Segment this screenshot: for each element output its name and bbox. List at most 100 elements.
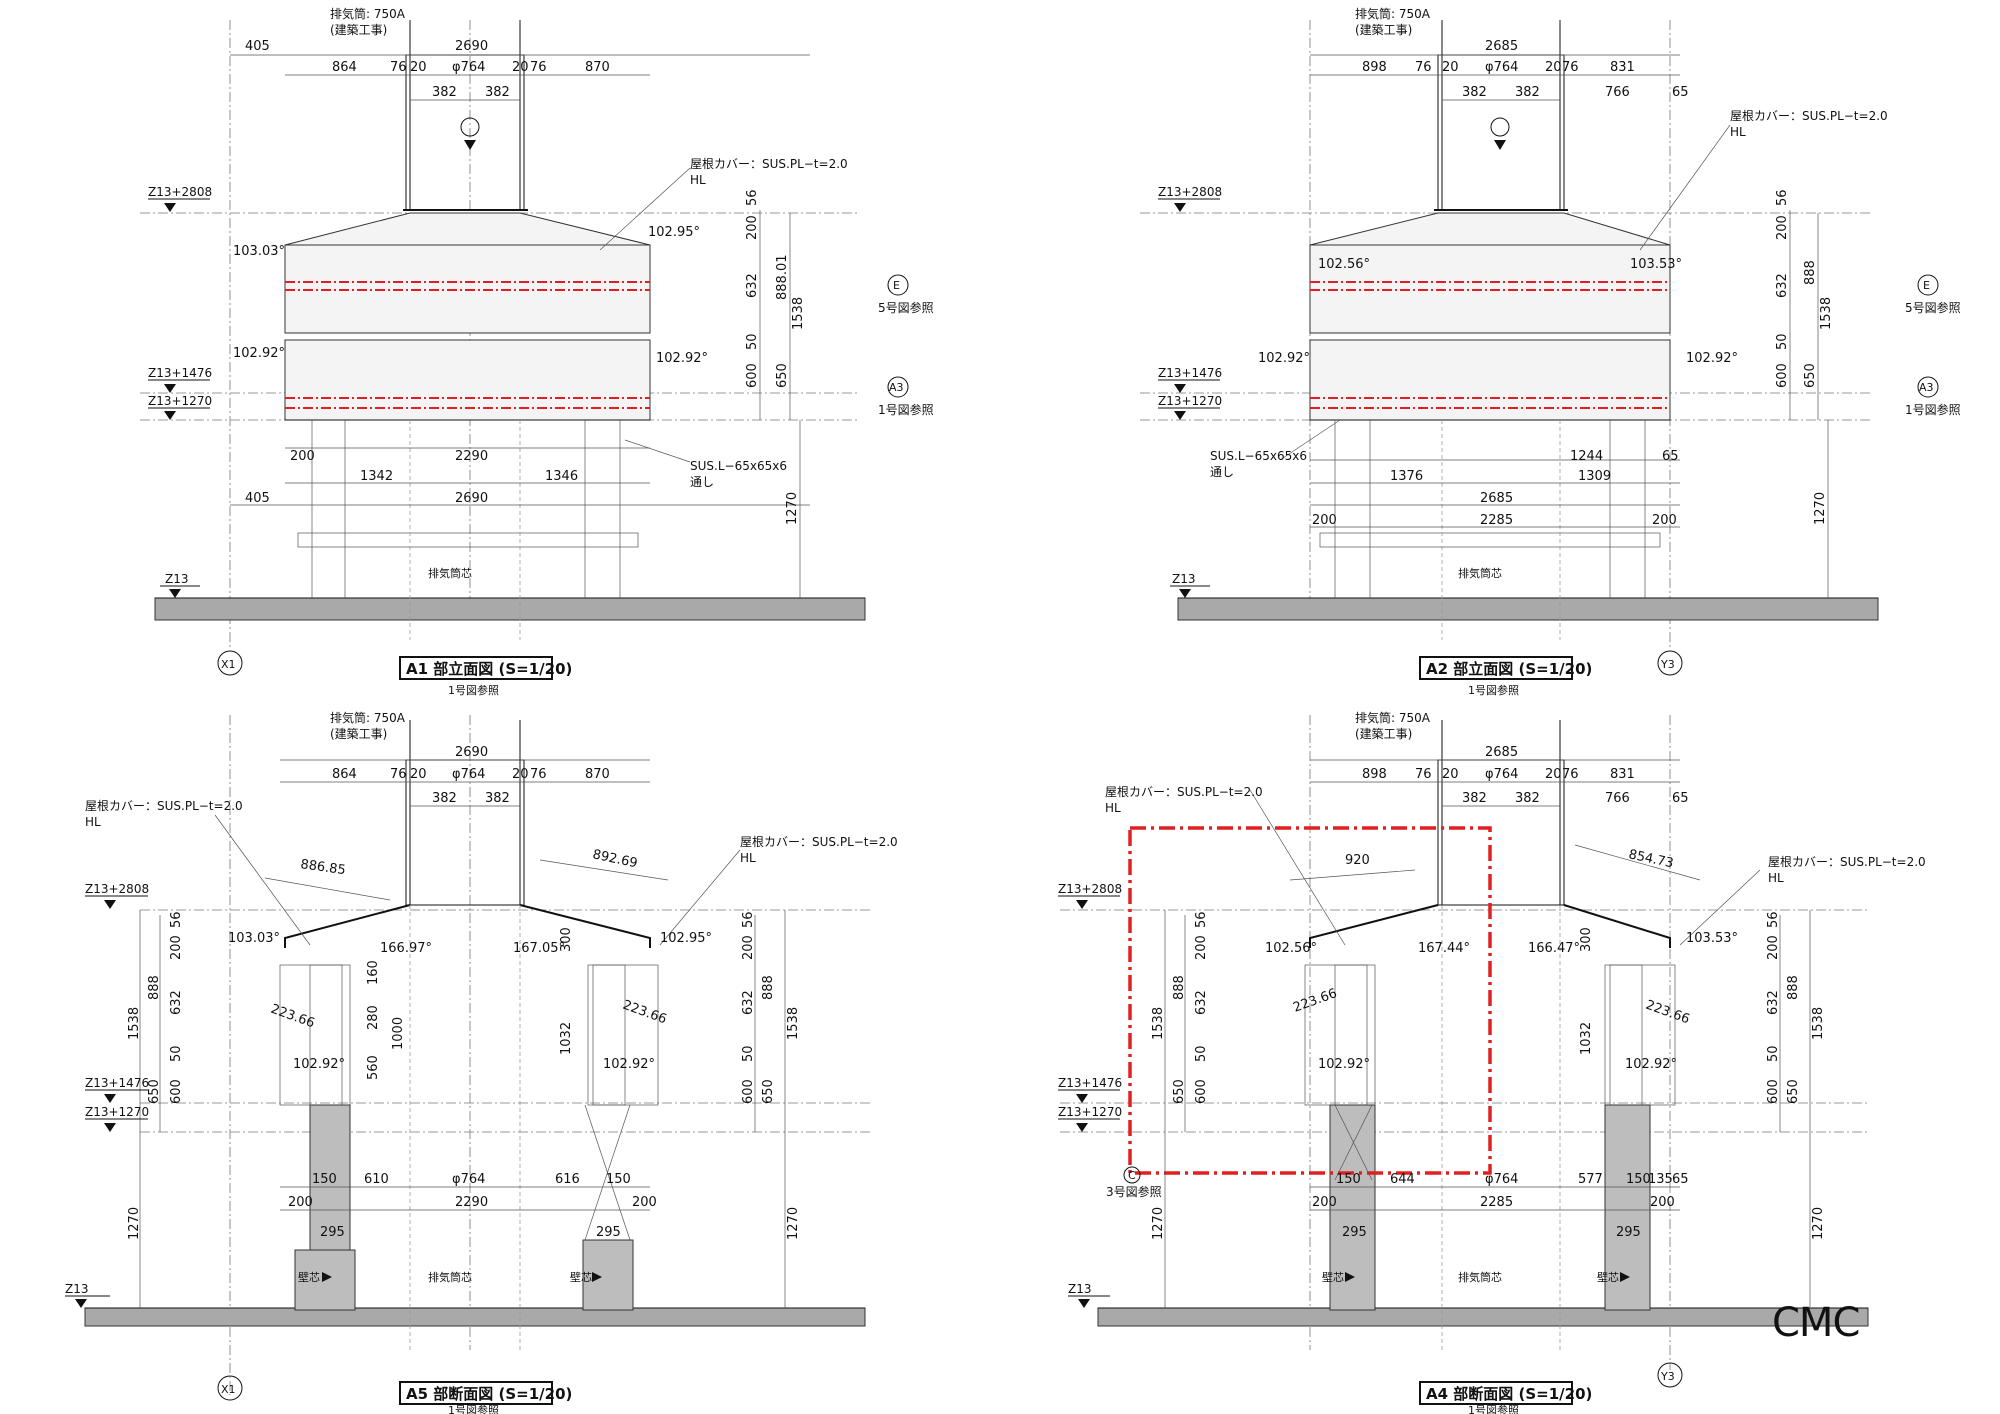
a1-dim-2690b: 2690 — [455, 491, 488, 506]
a1-dim-600: 600 — [745, 363, 760, 388]
a2-roof-note-sub: HL — [1730, 125, 1746, 139]
a4-angle-4: 103.53° — [1686, 931, 1738, 946]
a2-level-z13: Z13 — [1172, 572, 1196, 586]
a2-dim-1376: 1376 — [1390, 469, 1423, 484]
a2-dim-65: 65 — [1672, 85, 1689, 100]
a4-angle-3: 166.47° — [1528, 941, 1580, 956]
a5-right-1538: 1538 — [786, 1007, 801, 1040]
a4-slope-2: 854.73 — [1627, 847, 1675, 871]
a2-dim-20b: 20 — [1545, 60, 1562, 75]
a2-dim-76b: 76 — [1562, 60, 1579, 75]
a5-grid: X1 — [221, 1383, 236, 1396]
a1-title: A1 部立面図 (S=1/20) — [406, 660, 572, 678]
a5-exhaust: 排気筒芯 — [428, 1270, 472, 1284]
a4-right-888: 888 — [1786, 975, 1801, 1000]
a4-bot-150a: 150 — [1336, 1172, 1361, 1187]
a1-level-1270: Z13+1270 — [148, 394, 212, 408]
cmc-logo: CMC — [1772, 1300, 1860, 1346]
a4-angle-1: 102.56° — [1265, 941, 1317, 956]
a4-angle-5: 102.92° — [1318, 1057, 1370, 1072]
panel-a5: 排気筒: 750A (建築工事) 2690 864 76 20 φ764 20 … — [65, 710, 898, 1414]
a2-section-e-ref: 5号図参照 — [1905, 300, 1961, 315]
a4-wall-right: 壁芯 — [1597, 1270, 1619, 1284]
a2-roof-note: 屋根カバー：SUS.PL−t=2.0 — [1730, 109, 1888, 123]
a2-dim-382b: 382 — [1515, 85, 1540, 100]
a2-section-a3-ref: 1号図参照 — [1905, 402, 1961, 417]
a5-inner-1000: 1000 — [391, 1017, 406, 1050]
a4-level-1270: Z13+1270 — [1058, 1105, 1122, 1119]
a5-right-632: 632 — [741, 990, 756, 1015]
a4-bot-2285: 2285 — [1480, 1195, 1513, 1210]
a4-dim-76b: 76 — [1562, 767, 1579, 782]
a4-dim-831: 831 — [1610, 767, 1635, 782]
a4-bot-200b: 200 — [1650, 1195, 1675, 1210]
a4-dim-764: φ764 — [1485, 767, 1518, 782]
a5-roof-note2: 屋根カバー：SUS.PL−t=2.0 — [740, 835, 898, 849]
a5-level-1476: Z13+1476 — [85, 1076, 149, 1090]
a5-left-56: 56 — [169, 911, 184, 928]
a5-left-600: 600 — [169, 1079, 184, 1104]
a4-right-1538: 1538 — [1811, 1007, 1826, 1040]
a2-level-1270: Z13+1270 — [1158, 394, 1222, 408]
a5-dim-20b: 20 — [512, 767, 529, 782]
a4-dim-766: 766 — [1605, 791, 1630, 806]
a5-dim-382a: 382 — [432, 791, 457, 806]
a5-bot-610: 610 — [364, 1172, 389, 1187]
a1-dim-650: 650 — [775, 363, 790, 388]
a5-bot-764: φ764 — [452, 1172, 485, 1187]
a4-dim-382b: 382 — [1515, 791, 1540, 806]
a2-dim-764: φ764 — [1485, 60, 1518, 75]
a5-bot-295a: 295 — [320, 1225, 345, 1240]
a2-level-1476: Z13+1476 — [1158, 366, 1222, 380]
a1-dim-382b: 382 — [485, 85, 510, 100]
a1-dim-864: 864 — [332, 60, 357, 75]
a5-dim-870: 870 — [585, 767, 610, 782]
a5-angle-1: 103.03° — [228, 931, 280, 946]
a1-dim-1538: 1538 — [791, 297, 806, 330]
a2-dim-1538: 1538 — [1819, 297, 1834, 330]
panel-a1: 排気筒: 750A (建築工事) 405 2690 864 76 20 φ764… — [140, 6, 934, 697]
a1-dim-1270: 1270 — [785, 492, 800, 525]
a4-angle-2: 167.44° — [1418, 941, 1470, 956]
a5-diag-2: 223.66 — [621, 998, 669, 1028]
a1-angle-2: 102.95° — [648, 225, 700, 240]
a1-level-2808: Z13+2808 — [148, 185, 212, 199]
a4-right-600: 600 — [1766, 1079, 1781, 1104]
a2-dim-76a: 76 — [1415, 60, 1432, 75]
a4-bot-200a: 200 — [1312, 1195, 1337, 1210]
a4-bot-135: 135 — [1648, 1172, 1673, 1187]
a5-right-50: 50 — [741, 1045, 756, 1062]
a2-section-e: E — [1923, 279, 1930, 292]
a5-inner-280: 280 — [366, 1005, 381, 1030]
a1-dim-20a: 20 — [410, 60, 427, 75]
a1-section-e-ref: 5号図参照 — [878, 300, 934, 315]
a4-ref: 1号図参照 — [1468, 1403, 1519, 1414]
a1-section-a3-ref: 1号図参照 — [878, 402, 934, 417]
a2-dim-200: 200 — [1775, 215, 1790, 240]
a1-pipe-sub: (建築工事) — [330, 22, 387, 37]
cmc-logo-text: CMC — [1772, 1300, 1859, 1346]
a5-dim-864: 864 — [332, 767, 357, 782]
a4-bot-764: φ764 — [1485, 1172, 1518, 1187]
a4-bot-150b: 150 — [1626, 1172, 1651, 1187]
a1-angle-1: 103.03° — [233, 244, 285, 259]
a5-roof-note2-sub: HL — [740, 851, 756, 865]
a1-level-1476: Z13+1476 — [148, 366, 212, 380]
a4-diag-2: 223.66 — [1644, 998, 1692, 1028]
panel-a2: 排気筒: 750A (建築工事) 2685 898 76 20 φ764 20 … — [1140, 6, 1961, 697]
a2-dim-1270: 1270 — [1813, 492, 1828, 525]
a5-dim-2690: 2690 — [455, 745, 488, 760]
a5-inner-160: 160 — [366, 960, 381, 985]
a4-level-2808: Z13+2808 — [1058, 882, 1122, 896]
a4-angle-6: 102.92° — [1625, 1057, 1677, 1072]
a4-dim-898: 898 — [1362, 767, 1387, 782]
a2-dim-2685b: 2685 — [1480, 491, 1513, 506]
a1-angle-note-sub: 通し — [690, 475, 714, 489]
a5-bot-200b: 200 — [632, 1195, 657, 1210]
a4-right-632: 632 — [1766, 990, 1781, 1015]
a4-left-600: 600 — [1194, 1079, 1209, 1104]
a1-section-e: E — [893, 279, 900, 292]
a2-dim-766: 766 — [1605, 85, 1630, 100]
a5-angle-4: 102.95° — [660, 931, 712, 946]
a5-ref: 1号図参照 — [448, 1403, 499, 1414]
